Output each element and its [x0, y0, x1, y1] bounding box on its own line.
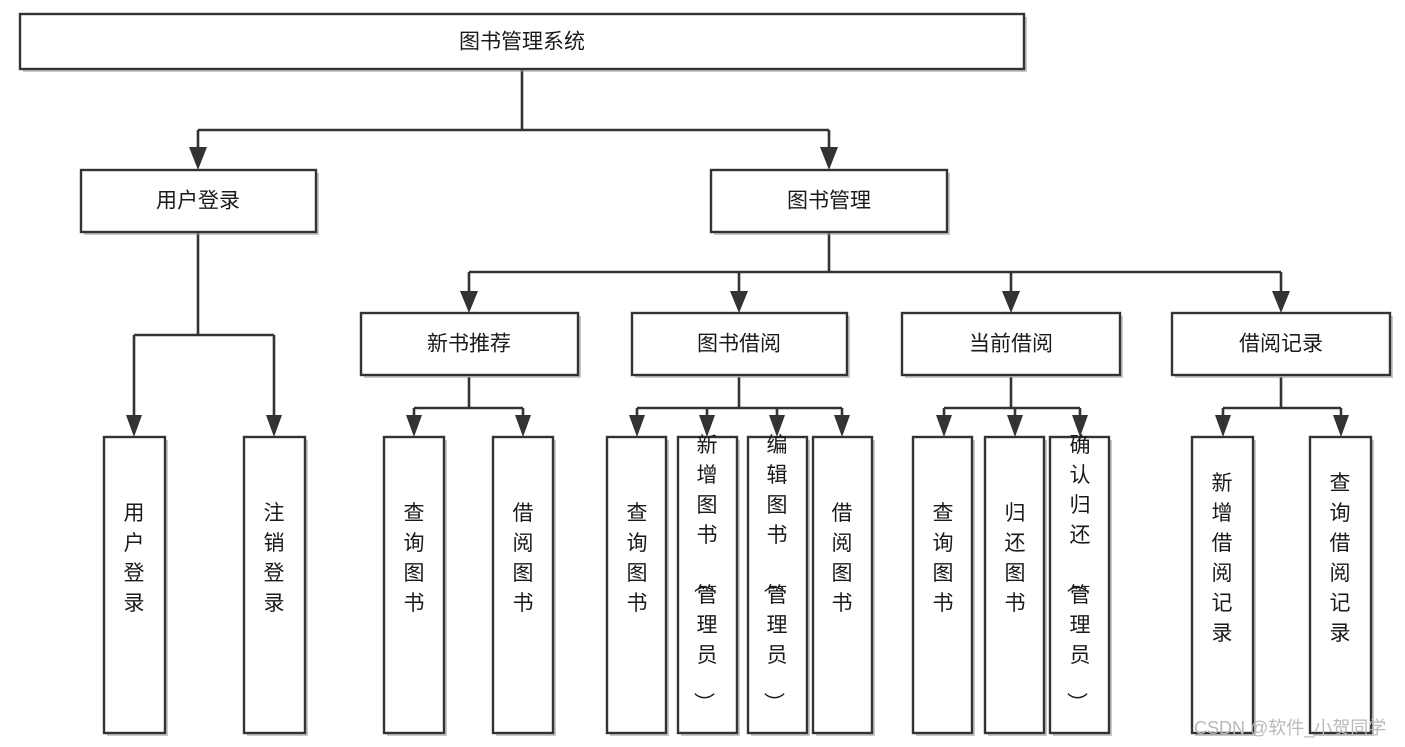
node-leaf-confirm-return-label: 确认归还（管理员） — [1065, 434, 1091, 713]
node-leaf-query-book-2[interactable]: 查询图书 — [605, 435, 669, 736]
node-leaf-query-book-3-box[interactable] — [911, 435, 974, 735]
arrow-head-leaf-user-login — [126, 415, 142, 437]
connector-group-current-borrow — [936, 377, 1088, 437]
node-user-login[interactable]: 用户登录 — [79, 168, 319, 235]
node-new-book-recommend[interactable]: 新书推荐 — [359, 311, 581, 378]
arrow-head-leaf-query-book-1 — [406, 415, 422, 437]
node-book-borrow-label: 图书借阅 — [697, 333, 781, 356]
arrow-head-leaf-confirm-return — [1072, 415, 1088, 437]
watermark-label: CSDN @软件_小贺同学 — [1194, 718, 1386, 739]
node-leaf-return-book[interactable]: 归还图书 — [983, 435, 1047, 736]
arrow-head-new-book-recommend — [460, 291, 478, 313]
node-leaf-user-logout-box[interactable] — [242, 435, 307, 735]
node-leaf-add-book[interactable]: 新增图书（管理员） — [676, 434, 740, 736]
node-leaf-edit-book-label: 编辑图书（管理员） — [762, 434, 788, 713]
node-book-manage-label: 图书管理 — [787, 190, 871, 213]
node-leaf-query-record-label: 查询借阅记录 — [1330, 472, 1351, 645]
arrow-head-leaf-query-book-3 — [936, 415, 952, 437]
connector-group-user-login — [126, 232, 282, 437]
arrow-head-current-borrow — [1002, 291, 1020, 313]
node-leaf-query-book-1-box[interactable] — [382, 435, 446, 735]
node-leaf-query-book-2-box[interactable] — [605, 435, 668, 735]
node-new-book-recommend-box[interactable] — [359, 311, 580, 377]
node-leaf-borrow-book-1[interactable]: 借阅图书 — [491, 435, 556, 736]
node-leaf-add-record-label: 新增借阅记录 — [1212, 472, 1233, 645]
arrow-head-leaf-query-book-2 — [629, 415, 645, 437]
node-leaf-edit-book[interactable]: 编辑图书（管理员） — [746, 434, 810, 736]
node-root[interactable]: 图书管理系统 — [18, 12, 1027, 72]
node-leaf-user-login[interactable]: 用户登录 — [102, 435, 168, 736]
connector-group-borrow-record — [1215, 377, 1349, 437]
node-borrow-record-label: 借阅记录 — [1239, 333, 1323, 356]
node-new-book-recommend-label: 新书推荐 — [427, 333, 511, 356]
arrow-head-book-manage — [820, 147, 838, 170]
node-leaf-borrow-book-1-label: 借阅图书 — [513, 502, 534, 615]
node-leaf-borrow-book-1-box[interactable] — [491, 435, 555, 735]
node-book-borrow-box[interactable] — [630, 311, 849, 377]
connector-group-new-book-recommend — [406, 377, 531, 437]
node-leaf-query-record-box[interactable] — [1308, 435, 1373, 735]
node-leaf-add-record-box[interactable] — [1190, 435, 1255, 735]
arrow-head-leaf-edit-book — [769, 415, 785, 437]
node-book-manage[interactable]: 图书管理 — [709, 168, 950, 235]
node-leaf-user-logout[interactable]: 注销登录 — [242, 435, 308, 736]
node-leaf-user-logout-label: 注销登录 — [264, 502, 285, 615]
node-leaf-edit-book-box[interactable] — [746, 435, 809, 735]
node-leaf-borrow-book-2-box[interactable] — [811, 435, 874, 735]
arrow-head-book-borrow — [730, 291, 748, 313]
node-leaf-query-book-1-label: 查询图书 — [404, 502, 425, 615]
arrow-head-user-login — [189, 147, 207, 170]
node-leaf-user-login-label: 用户登录 — [124, 502, 145, 615]
node-current-borrow-label: 当前借阅 — [969, 333, 1053, 356]
arrow-head-leaf-borrow-book-2 — [834, 415, 850, 437]
node-current-borrow[interactable]: 当前借阅 — [900, 311, 1123, 378]
arrow-head-leaf-add-book — [699, 415, 715, 437]
node-leaf-add-book-label: 新增图书（管理员） — [692, 434, 718, 713]
node-leaf-return-book-box[interactable] — [983, 435, 1046, 735]
node-leaf-borrow-book-2-label: 借阅图书 — [832, 502, 853, 615]
node-book-borrow[interactable]: 图书借阅 — [630, 311, 850, 378]
connector-group-book-manage — [460, 232, 1290, 313]
node-leaf-query-book-2-label: 查询图书 — [627, 502, 648, 615]
node-leaf-query-book-1[interactable]: 查询图书 — [382, 435, 447, 736]
node-leaf-query-book-3-label: 查询图书 — [933, 502, 954, 615]
node-leaf-query-record[interactable]: 查询借阅记录 — [1308, 435, 1374, 736]
node-root-label: 图书管理系统 — [459, 31, 585, 54]
node-leaf-add-book-box[interactable] — [676, 435, 739, 735]
node-leaf-confirm-return[interactable]: 确认归还（管理员） — [1048, 434, 1112, 736]
node-leaf-add-record[interactable]: 新增借阅记录 — [1190, 435, 1256, 736]
arrow-head-leaf-add-record — [1215, 415, 1231, 437]
node-leaf-confirm-return-box[interactable] — [1048, 435, 1111, 735]
arrow-head-leaf-return-book — [1007, 415, 1023, 437]
node-leaf-return-book-label: 归还图书 — [1005, 502, 1026, 615]
node-leaf-borrow-book-2[interactable]: 借阅图书 — [811, 435, 875, 736]
arrow-head-leaf-query-record — [1333, 415, 1349, 437]
node-root-box[interactable] — [18, 12, 1026, 71]
connector-group-root — [189, 70, 838, 170]
node-current-borrow-box[interactable] — [900, 311, 1122, 377]
node-book-manage-box[interactable] — [709, 168, 949, 234]
node-user-login-label: 用户登录 — [156, 190, 240, 213]
arrow-head-leaf-borrow-book-1 — [515, 415, 531, 437]
node-leaf-user-login-box[interactable] — [102, 435, 167, 735]
connector-group-book-borrow — [629, 377, 850, 437]
node-borrow-record[interactable]: 借阅记录 — [1170, 311, 1393, 378]
node-borrow-record-box[interactable] — [1170, 311, 1392, 377]
arrow-head-borrow-record — [1272, 291, 1290, 313]
node-leaf-query-book-3[interactable]: 查询图书 — [911, 435, 975, 736]
node-user-login-box[interactable] — [79, 168, 318, 234]
arrow-head-leaf-user-logout — [266, 415, 282, 437]
